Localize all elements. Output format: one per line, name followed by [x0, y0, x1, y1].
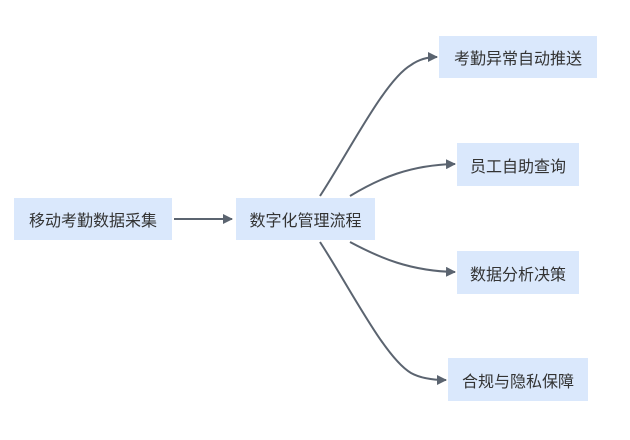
edge-center-to-data-analysis	[349, 241, 456, 277]
node-label: 员工自助查询	[469, 156, 566, 176]
edge-center-to-self-query	[349, 159, 456, 197]
node-label: 数据分析决策	[469, 264, 566, 284]
node-employee-self-query: 员工自助查询	[457, 143, 579, 186]
node-label: 合规与隐私保障	[461, 371, 574, 391]
node-anomaly-auto-push: 考勤异常自动推送	[439, 36, 597, 78]
node-label: 数字化管理流程	[249, 211, 362, 230]
node-data-analysis-decision: 数据分析决策	[457, 251, 579, 294]
edge-center-to-anomaly-push	[319, 52, 438, 197]
node-label: 移动考勤数据采集	[28, 211, 157, 230]
edge-center-to-compliance	[319, 241, 447, 385]
node-digital-management-process: 数字化管理流程	[236, 198, 375, 240]
node-label: 考勤异常自动推送	[453, 49, 582, 68]
node-mobile-attendance-collection: 移动考勤数据采集	[14, 198, 172, 240]
node-compliance-privacy: 合规与隐私保障	[448, 358, 588, 401]
